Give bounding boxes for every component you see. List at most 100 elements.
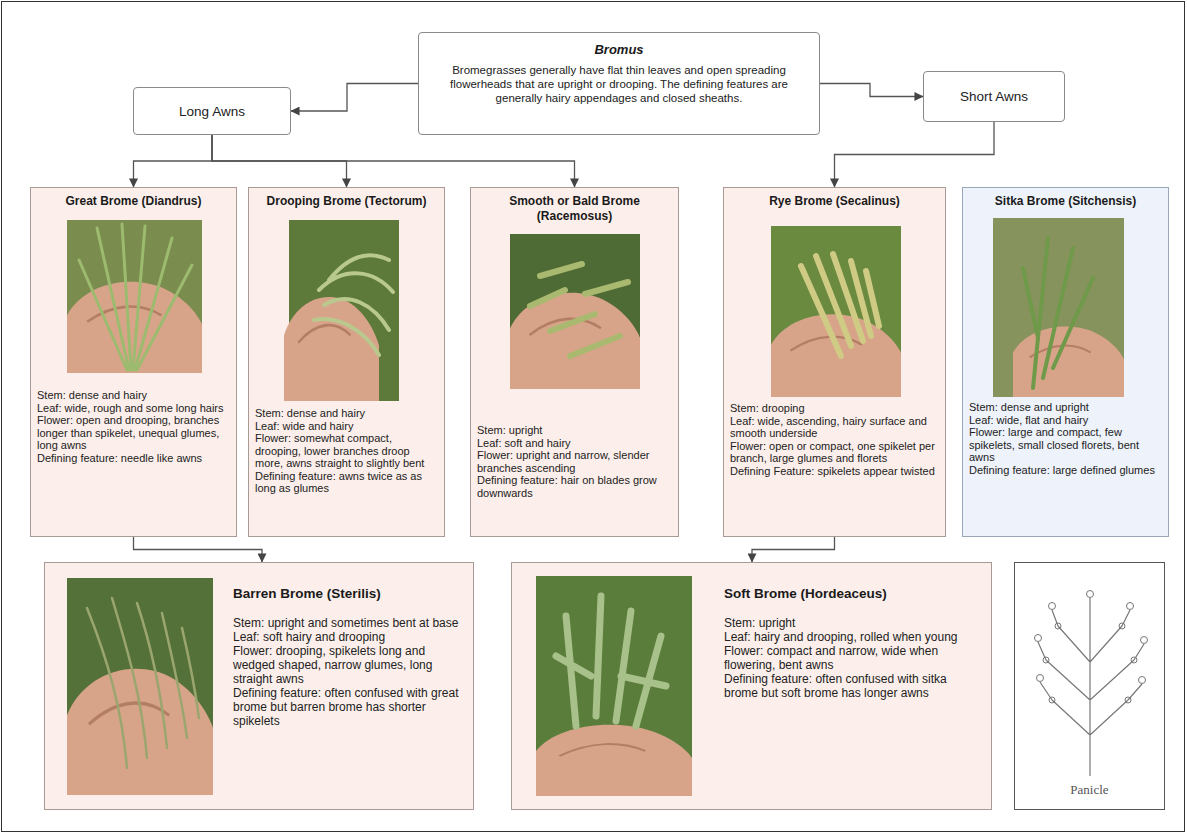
figure-label: Panicle — [1015, 782, 1164, 797]
panicle-branches — [1038, 598, 1144, 776]
branch-label: Long Awns — [179, 103, 245, 120]
text-group: Stem: dense and hairyLeaf: wide, rough a… — [37, 389, 230, 464]
hand — [510, 293, 640, 389]
branch-label: Short Awns — [960, 88, 1028, 105]
spikelet — [1049, 603, 1056, 610]
hand — [771, 314, 901, 397]
text-group: Soft Brome (Hordeaceus) — [724, 585, 979, 602]
photo-ground — [510, 234, 640, 389]
hand — [536, 725, 692, 796]
smooth-brome-photo — [510, 234, 640, 389]
text-group: Barren Brome (Sterilis) — [233, 585, 461, 602]
connector-arrow — [291, 84, 418, 112]
rye-brome-photo — [771, 226, 901, 397]
connector-arrow — [134, 135, 213, 187]
connector-arrow — [212, 135, 575, 187]
text-group: Smooth or Bald Brome (Racemosus) — [474, 194, 675, 224]
species-trait: Leaf: wide, flat and hairy — [969, 414, 1162, 427]
species-trait: Leaf: hairy and drooping, rolled when yo… — [724, 630, 979, 644]
root-box: BromusBromegrasses generally have flat t… — [418, 32, 820, 135]
sitka-brome-photo — [993, 218, 1124, 397]
grass-spikelets — [87, 598, 199, 768]
spikelet — [1049, 697, 1055, 703]
text-group: Stem: upright and sometimes bent at base… — [233, 616, 461, 728]
species-heading: Rye Brome (Secalinus) — [727, 194, 942, 209]
photo-ground — [536, 576, 692, 796]
spikelet — [1037, 675, 1044, 682]
spikelet — [1055, 623, 1061, 629]
species-card: Rye Brome (Secalinus) Stem: droopingLeaf:… — [723, 187, 946, 537]
species-trait: Stem: upright and sometimes bent at base — [233, 616, 461, 630]
figure-box: Panicle — [1014, 562, 1165, 810]
species-heading: Drooping Brome (Tectorum) — [252, 194, 441, 209]
species-trait: Leaf: soft hairy and drooping — [233, 630, 461, 644]
species-trait: Defining feature: large defined glumes — [969, 464, 1162, 477]
text-group: Stem: droopingLeaf: wide, ascending, hai… — [730, 402, 939, 477]
species-trait: Leaf: wide, rough and some long hairs — [37, 402, 230, 415]
connector-arrow — [752, 537, 835, 562]
photo-ground — [67, 578, 213, 795]
spikelet — [1139, 677, 1146, 684]
species-trait: Stem: upright — [477, 424, 672, 437]
branch-box: Long Awns — [133, 87, 291, 135]
species-trait: Flower: somewhat compact, drooping, lowe… — [255, 432, 438, 470]
grass-spikelets — [801, 254, 879, 356]
species-trait: Flower: open and drooping, branches long… — [37, 414, 230, 452]
hand — [1013, 326, 1124, 397]
species-trait: Leaf: soft and hairy — [477, 437, 672, 450]
species-card: Great Brome (Diandrus) Stem: dense and ha… — [30, 187, 237, 537]
drooping-brome-photo — [284, 220, 399, 401]
text-group: Stem: uprightLeaf: hairy and drooping, r… — [724, 616, 979, 700]
species-trait: Stem: upright — [724, 616, 979, 630]
grass-spikelets — [556, 596, 666, 726]
species-heading: Sitka Brome (Sitchensis) — [966, 194, 1165, 209]
photo-ground — [67, 220, 202, 373]
text-group: Drooping Brome (Tectorum) — [252, 194, 441, 209]
text-group: Stem: dense and hairyLeaf: wide and hair… — [255, 407, 438, 495]
text-group: Great Brome (Diandrus) — [34, 194, 233, 209]
species-card: Barren Brome (Sterilis) Stem: upright and… — [44, 562, 474, 810]
species-trait: Flower: drooping, spikelets long and wed… — [233, 644, 461, 686]
species-heading: Barren Brome (Sterilis) — [233, 585, 461, 602]
spikelet — [1043, 657, 1049, 663]
species-card: Sitka Brome (Sitchensis) Stem: dense and … — [962, 187, 1169, 537]
photo-ground — [993, 218, 1124, 397]
photo-ground — [289, 220, 399, 401]
species-trait: Stem: dense and hairy — [255, 407, 438, 420]
species-trait: Flower: large and compact, few spikelets… — [969, 426, 1162, 464]
photo-ground — [771, 226, 901, 397]
spikelet — [1141, 637, 1148, 644]
species-trait: Leaf: wide, ascending, hairy surface and… — [730, 415, 939, 440]
grass-spikelets — [79, 224, 192, 370]
spikelet — [1035, 635, 1042, 642]
spikelet — [1125, 697, 1131, 703]
grass-spikelets — [530, 264, 628, 356]
species-trait: Defining feature: hair on blades grow do… — [477, 474, 672, 499]
species-heading: Smooth or Bald Brome (Racemosus) — [474, 194, 675, 224]
grass-spikelets — [1023, 238, 1093, 388]
hand — [67, 282, 202, 373]
hand — [284, 297, 379, 401]
text-group: Panicle — [1015, 782, 1164, 797]
species-trait: Flower: upright and narrow, slender bran… — [477, 449, 672, 474]
connector-arrow — [134, 537, 263, 562]
text-group: Sitka Brome (Sitchensis) — [966, 194, 1165, 209]
species-trait: Flower: open or compact, one spikelet pe… — [730, 440, 939, 465]
great-brome-photo — [67, 220, 202, 373]
panicle-spikelets — [1035, 591, 1148, 704]
species-trait: Defining Feature: spikelets appear twist… — [730, 465, 939, 478]
text-group: Rye Brome (Secalinus) — [727, 194, 942, 209]
spikelet — [1127, 603, 1134, 610]
text-group: Stem: dense and uprightLeaf: wide, flat … — [969, 401, 1162, 476]
species-trait: Stem: dense and upright — [969, 401, 1162, 414]
branch-box: Short Awns — [923, 71, 1065, 122]
spikelet — [1119, 623, 1125, 629]
soft-brome-photo — [536, 576, 692, 796]
grass-spikelets — [314, 255, 393, 355]
species-trait: Defining feature: needle like awns — [37, 452, 230, 465]
connector-arrow — [820, 84, 923, 97]
connector-arrow — [835, 122, 995, 187]
species-trait: Defining feature: awns twice as as long … — [255, 470, 438, 495]
